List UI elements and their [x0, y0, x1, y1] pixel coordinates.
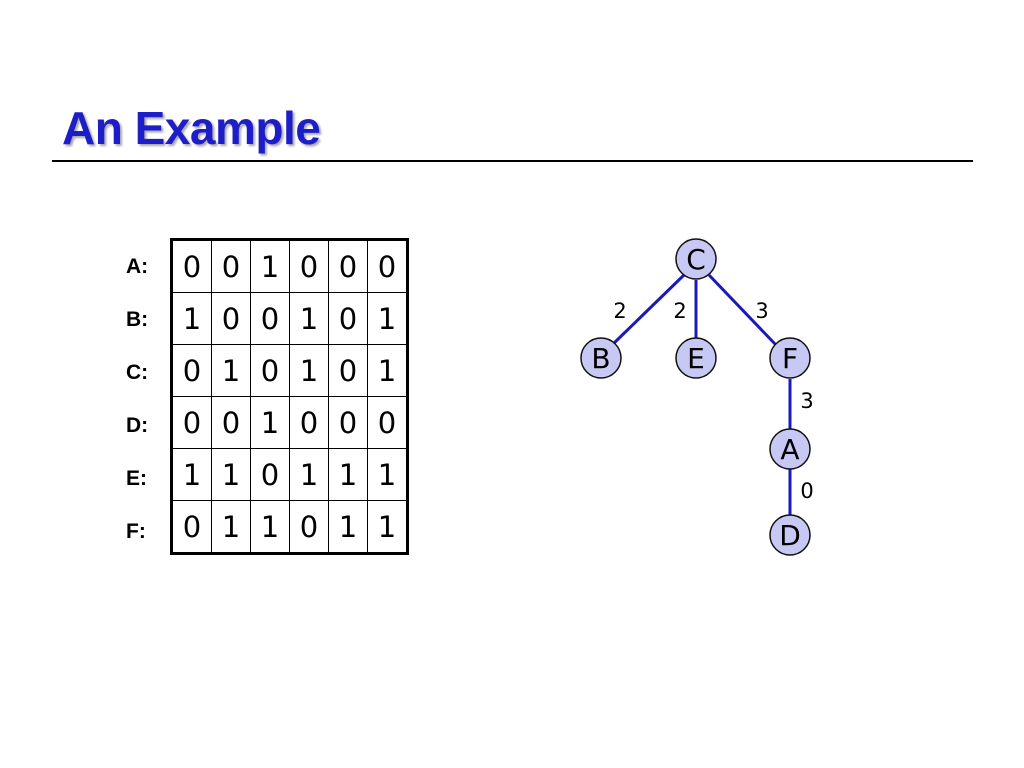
node-f-circle: [769, 337, 811, 379]
weight-label-c-b: 2: [613, 299, 626, 323]
matrix-cell: 0: [367, 396, 408, 449]
edge-c-f: [707, 273, 778, 347]
row-label-d: D:: [126, 414, 149, 437]
node-d-label: D: [779, 519, 801, 552]
matrix-cell: 1: [250, 396, 290, 449]
matrix-cell: 1: [328, 448, 368, 501]
row-label-b: B:: [126, 308, 149, 331]
node-a-label: A: [780, 433, 799, 466]
matrix-cell: 0: [171, 239, 212, 293]
node-f: F: [769, 337, 811, 379]
matrix-cell: 1: [289, 292, 329, 345]
matrix-row-d: 0 0 1 0 0 0: [171, 396, 408, 449]
weight-label-c-e: 2: [673, 299, 686, 323]
adjacency-matrix: 0 0 1 0 0 0 1 0 0 1 0 1 0 1 0 1 0 1: [170, 238, 409, 555]
matrix-cell: 0: [250, 292, 290, 345]
node-f-label: F: [782, 342, 798, 375]
matrix-cell: 1: [289, 344, 329, 397]
matrix-row-a: 0 0 1 0 0 0: [171, 239, 408, 293]
matrix-cell: 0: [211, 292, 251, 345]
matrix-cell: 1: [211, 500, 251, 554]
weight-label-a-d: 0: [800, 479, 813, 503]
node-a-circle: [769, 428, 811, 470]
row-label-f: F:: [126, 520, 146, 543]
matrix-cell: 0: [328, 292, 368, 345]
matrix-cell: 1: [367, 344, 408, 397]
matrix-cell: 1: [171, 448, 212, 501]
matrix-cell: 0: [328, 344, 368, 397]
matrix-cell: 1: [250, 500, 290, 554]
node-e-label: E: [687, 342, 705, 375]
edge-c-b: [610, 273, 686, 347]
weight-label-f-a: 3: [800, 389, 813, 413]
matrix-cell: 1: [171, 292, 212, 345]
matrix-row-c: 0 1 0 1 0 1: [171, 344, 408, 397]
node-e: E: [675, 337, 717, 379]
node-b-label: B: [591, 342, 610, 375]
matrix-cell: 0: [367, 239, 408, 293]
node-a: A: [769, 428, 811, 470]
matrix-cell: 0: [250, 344, 290, 397]
weight-label-c-f: 3: [755, 299, 768, 323]
node-d: D: [769, 514, 811, 556]
matrix-cell: 0: [289, 396, 329, 449]
node-d-circle: [769, 514, 811, 556]
matrix-cell: 1: [367, 292, 408, 345]
matrix-cell: 1: [328, 500, 368, 554]
matrix-row-f: 0 1 1 0 1 1: [171, 500, 408, 554]
node-c: C: [675, 238, 717, 280]
matrix-cell: 0: [211, 239, 251, 293]
title-divider: [52, 160, 973, 162]
row-label-a: A:: [126, 255, 149, 278]
slide-title: An Example: [62, 102, 321, 154]
matrix-cell: 1: [367, 448, 408, 501]
matrix-cell: 1: [211, 344, 251, 397]
matrix-cell: 1: [367, 500, 408, 554]
row-label-e: E:: [126, 467, 147, 490]
node-b: B: [580, 337, 622, 379]
node-c-label: C: [686, 243, 706, 276]
matrix-row-b: 1 0 0 1 0 1: [171, 292, 408, 345]
row-label-c: C:: [126, 361, 149, 384]
node-e-circle: [675, 337, 717, 379]
node-b-circle: [580, 337, 622, 379]
matrix-cell: 1: [250, 239, 290, 293]
node-c-circle: [675, 238, 717, 280]
matrix-cell: 0: [250, 448, 290, 501]
